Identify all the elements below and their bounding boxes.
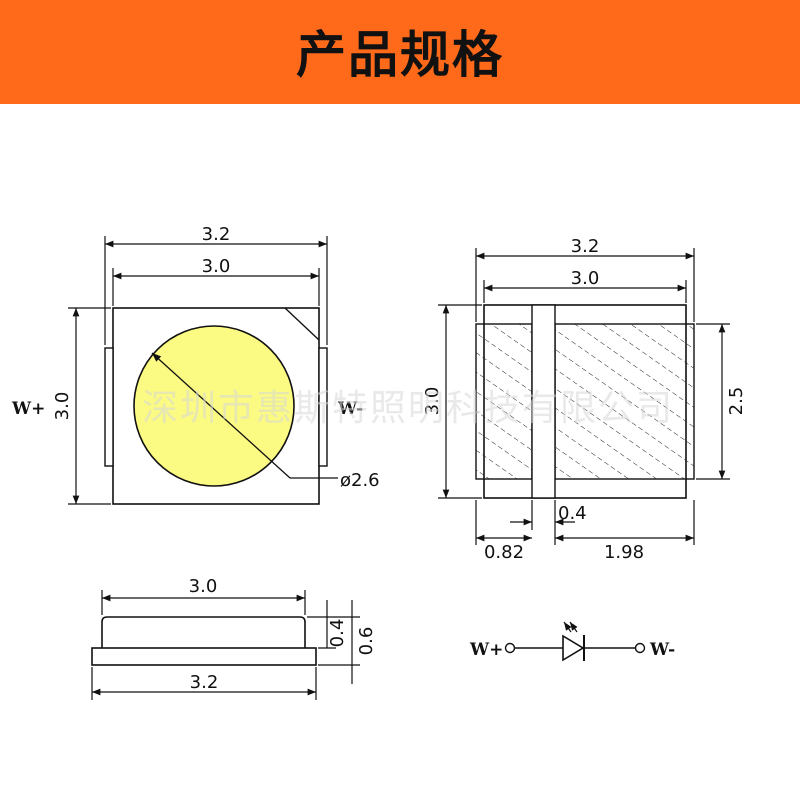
circuit-pin-minus-label: W-: [649, 640, 675, 660]
top-view-lens-diameter-label: ø2.6: [340, 470, 380, 491]
title-banner: [0, 0, 800, 104]
top-view-diameter-line: [151, 352, 291, 479]
bottom-view-pad-left-label: 0.82: [484, 542, 524, 563]
bottom-view-outer-width-label: 3.2: [571, 236, 600, 257]
circuit-cathode-terminal: [634, 642, 646, 654]
top-view-right-pad: [318, 347, 328, 467]
company-watermark: 深圳市惠斯特照明科技有限公司: [142, 388, 674, 429]
circuit-pin-plus-label: W+: [469, 640, 503, 660]
top-view-outer-width-label: 3.2: [202, 224, 231, 245]
top-view: [68, 236, 338, 505]
led-emission-arrow-2: [569, 621, 578, 633]
top-view-left-pad: [104, 347, 114, 467]
page-title: 产品规格: [296, 26, 504, 84]
top-view-inner-width-label: 3.0: [202, 256, 231, 277]
bottom-view-right-pad: [554, 323, 695, 480]
side-view-top-width-label: 3.0: [189, 576, 218, 597]
top-view-height-label: 3.0: [52, 392, 73, 421]
led-triangle: [562, 634, 585, 662]
circuit-symbol: [504, 621, 646, 662]
bottom-view-pad-height-label: 2.5: [726, 387, 747, 416]
side-view-total-height-label: 0.6: [356, 627, 377, 656]
top-view-polarity-chamfer: [284, 307, 320, 341]
led-emission-arrow-1: [563, 621, 572, 633]
bottom-view-inner-width-label: 3.0: [571, 268, 600, 289]
top-view-pin-minus-label: W-: [337, 399, 363, 419]
side-view-base: [91, 647, 317, 666]
bottom-view-gap: [531, 304, 556, 499]
side-view-body-height-label: 0.4: [327, 619, 348, 648]
circuit-anode-terminal: [504, 642, 516, 654]
side-view-bottom-width-label: 3.2: [190, 672, 219, 693]
bottom-view-gap-label: 0.4: [558, 503, 587, 524]
bottom-view: [438, 248, 730, 545]
bottom-view-height-label: 3.0: [422, 387, 443, 416]
side-view: [91, 590, 360, 700]
bottom-view-pad-right-label: 1.98: [604, 542, 644, 563]
side-view-lens-body: [101, 616, 306, 648]
top-view-pin-plus-label: W+: [11, 399, 45, 419]
